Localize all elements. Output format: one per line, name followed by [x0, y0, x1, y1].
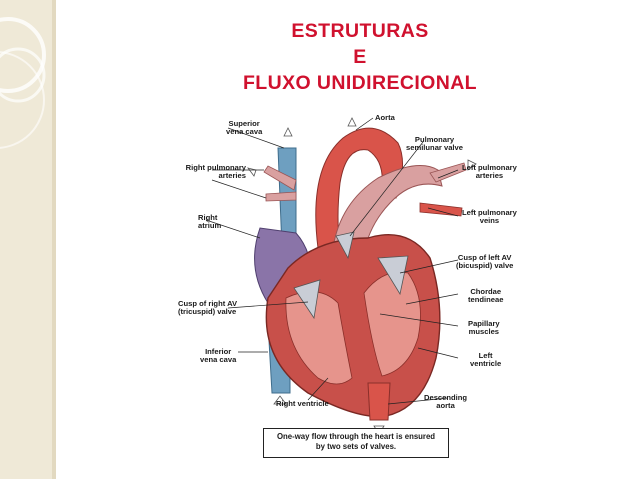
caption-box: One-way flow through the heart is ensure… [263, 428, 449, 458]
label-pulmonary-semilunar-valve: Pulmonary semilunar valve [406, 135, 463, 153]
pulmonary-valve-shape [335, 231, 355, 260]
leader-lines [205, 117, 459, 405]
label-descending-aorta: Descending aorta [424, 393, 468, 411]
heart-illustration [205, 117, 477, 435]
label-right-ventricle: Right ventricle [276, 399, 329, 408]
left-pulmonary-vein [419, 202, 463, 217]
right-ventricle-chamber [285, 291, 353, 385]
slide-title: ESTRUTURAS E FLUXO UNIDIRECIONAL [190, 18, 530, 96]
decorative-circles [0, 17, 46, 149]
aorta-arch-shape [315, 127, 403, 249]
label-papillary-muscles: Papillary muscles [468, 319, 500, 337]
label-inferior-vena-cava: Inferior vena cava [200, 347, 237, 365]
label-cusp-right-av: Cusp of right AV (tricuspid) valve [178, 299, 238, 317]
tricuspid-valve-shape [293, 279, 321, 320]
side-strip-edge [52, 0, 56, 479]
caption-text: One-way flow through the heart is ensure… [276, 432, 436, 451]
right-pulmonary-artery-2 [265, 191, 297, 202]
bicuspid-valve-shape [377, 255, 409, 296]
label-chordae-tendineae: Chordae tendineae [468, 287, 504, 305]
title-line-2: E [353, 46, 367, 68]
pulmonary-trunk-shape [332, 165, 443, 259]
label-left-pulmonary-arteries: Left pulmonary arteries [462, 163, 517, 181]
label-superior-vena-cava: Superior vena cava [226, 119, 263, 137]
left-pulmonary-artery [429, 162, 467, 183]
right-pulmonary-artery-1 [263, 165, 297, 191]
heart-diagram: Superior vena cava Aorta Pulmonary semil… [168, 108, 518, 470]
title-line-1: ESTRUTURAS [291, 20, 429, 42]
label-left-ventricle: Left ventricle [470, 351, 502, 369]
title-line-3: FLUXO UNIDIRECIONAL [242, 72, 477, 94]
label-cusp-left-av: Cusp of left AV (bicuspid) valve [456, 253, 514, 271]
label-right-pulmonary-arteries: Right pulmonary arteries [185, 163, 246, 181]
label-aorta: Aorta [375, 113, 395, 122]
descending-aorta-shape [367, 382, 391, 421]
label-left-pulmonary-veins: Left pulmonary veins [462, 208, 517, 226]
label-right-atrium: Right atrium [198, 213, 222, 231]
decorative-side-strip [0, 0, 52, 479]
